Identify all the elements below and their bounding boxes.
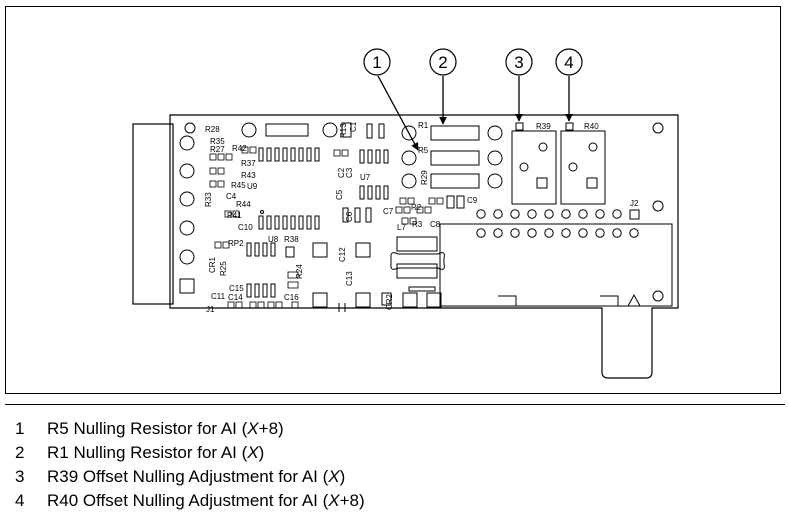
label-j1: J1	[206, 305, 215, 314]
callout-number: 1	[372, 53, 381, 72]
callout-number: 3	[514, 53, 523, 72]
potentiometer-r40	[560, 122, 606, 205]
label-r29: R29	[420, 170, 429, 185]
header-pins	[476, 209, 640, 238]
label-c5: C5	[335, 189, 344, 200]
figure-frame	[5, 6, 781, 394]
legend-number: 2	[15, 443, 25, 462]
callout-3: 3	[505, 48, 533, 76]
label-c2: C2	[337, 167, 346, 178]
legend-description: R39 Offset Nulling Adjustment for AI (X)	[47, 467, 346, 486]
label-c16: C16	[284, 293, 299, 302]
label-rp2: RP2	[228, 239, 244, 248]
callout-leaders	[377, 75, 573, 151]
callout-4: 4	[555, 48, 583, 76]
mounting-holes	[184, 122, 664, 302]
label-r44: R44	[236, 200, 251, 209]
label-c3: C3	[345, 167, 354, 178]
label-r3: R3	[412, 220, 423, 229]
label-r24: R24	[295, 264, 304, 279]
ic-u8	[246, 242, 295, 298]
ic-u7	[342, 149, 389, 223]
resistor-r29	[401, 173, 503, 189]
label-cr2: CR2	[385, 293, 394, 310]
label-j2: J2	[630, 199, 639, 208]
ic-u9	[258, 147, 320, 230]
label-c8: C8	[430, 220, 441, 229]
legend-number: 1	[15, 419, 25, 438]
label-r5: R5	[418, 146, 429, 155]
label-r25: R25	[219, 261, 228, 276]
label-r2: R2	[411, 203, 422, 212]
connector-j1	[132, 123, 174, 305]
callout-legend: 1 R5 Nulling Resistor for AI (X+8) 2 R1 …	[5, 404, 785, 513]
potentiometer-r39	[511, 122, 557, 205]
label-r37: R37	[241, 159, 256, 168]
component-labels: R28 R35 R27 R42 R37 R43 R45 U9 R33 C4 R4…	[204, 121, 639, 314]
legend-item: 2 R1 Nulling Resistor for AI (X)	[5, 441, 785, 465]
label-c9: C9	[467, 196, 478, 205]
label-u9: U9	[247, 182, 258, 191]
callout-2: 2	[429, 48, 457, 76]
label-c14: C14	[228, 293, 243, 302]
label-c11: C11	[211, 292, 226, 301]
callout-number: 4	[564, 53, 573, 72]
label-cr1: CR1	[208, 256, 217, 273]
legend-number: 4	[15, 491, 25, 510]
callout-1: 1	[363, 48, 391, 76]
callout-number: 2	[438, 53, 447, 72]
label-r13: R13	[339, 123, 348, 138]
label-r41: R41	[227, 211, 242, 220]
legend-description: R1 Nulling Resistor for AI (X)	[47, 443, 265, 462]
capacitors-c12-c13	[312, 242, 442, 312]
legend-description: R40 Offset Nulling Adjustment for AI (X+…	[47, 491, 365, 510]
resistor-r5	[401, 150, 503, 166]
label-r27: R27	[210, 145, 225, 154]
label-l7: L7	[397, 223, 406, 232]
capacitor-c9	[446, 195, 465, 209]
board-outline	[169, 114, 679, 379]
label-c4: C4	[226, 192, 237, 201]
label-c7: C7	[383, 207, 394, 216]
label-u8: U8	[268, 235, 279, 244]
legend-item: 3 R39 Offset Nulling Adjustment for AI (…	[5, 465, 785, 489]
triangle-mark	[627, 293, 641, 307]
label-r40: R40	[584, 122, 599, 131]
small-pads-left	[209, 146, 444, 309]
upper-left-parts	[241, 122, 385, 139]
label-c10: C10	[238, 223, 253, 232]
connector-j1-pins	[179, 135, 195, 294]
legend-item: 1 R5 Nulling Resistor for AI (X+8)	[5, 417, 785, 441]
legend-description: R5 Nulling Resistor for AI (X+8)	[47, 419, 284, 438]
label-r45: R45	[231, 181, 246, 190]
label-r33: R33	[204, 192, 213, 207]
label-c13: C13	[345, 271, 354, 286]
resistor-r1	[401, 125, 503, 141]
label-c1: C1	[349, 121, 358, 132]
label-r28: R28	[205, 125, 220, 134]
circuit-board-diagram: R28 R35 R27 R42 R37 R43 R45 U9 R33 C4 R4…	[132, 48, 679, 379]
label-u7: U7	[360, 173, 371, 182]
label-c15: C15	[229, 284, 244, 293]
label-r42: R42	[232, 144, 247, 153]
label-c6: C6	[345, 211, 354, 222]
label-r43: R43	[241, 171, 256, 180]
label-r39: R39	[536, 122, 551, 131]
label-r35: R35	[210, 137, 225, 146]
legend-number: 3	[15, 467, 25, 486]
label-r38: R38	[284, 235, 299, 244]
inductor-l7	[390, 236, 445, 279]
label-r1: R1	[418, 121, 429, 130]
label-c12: C12	[338, 247, 347, 262]
shield-outline	[439, 223, 673, 307]
legend-item: 4 R40 Offset Nulling Adjustment for AI (…	[5, 489, 785, 513]
